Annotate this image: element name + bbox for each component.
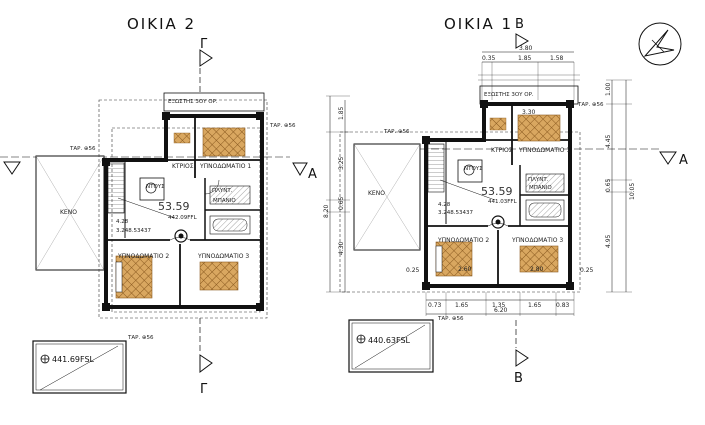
house2-tap-left: ΤΑΡ. ⊕56 [69,146,96,152]
house1-dim-bottom-2: 1.35 [492,302,506,309]
house1-dim-bottom-3: 1.65 [528,302,542,309]
section-arrow-icon: Γ [199,37,213,95]
house1-dim-misc-2: 2.80 [530,266,544,273]
house1-bedroom2-label: ΥΠΝΟΔΩΜΑΤΙΟ 2 [437,237,489,244]
house1-tap-left: ΤΑΡ. ⊕56 [383,129,410,135]
house1-tap-site: ΤΑΡ. ⊕56 [437,316,464,322]
house2-level: 442.09FFL [168,215,198,221]
house1-dim-misc-1: 2.60 [458,266,472,273]
section-mark-gamma-top: Γ [200,37,208,52]
house1-dim-left-0: 1.85 [338,106,345,120]
house1-dim-left-2: 8.20 [323,204,330,218]
section-mark-beta-top: Β [515,17,524,32]
house2-plan: Γ Γ ΚΕΝΟ ΕΞΩΣΤΗΣ 3ΟΥ ΟΡ. [0,37,296,397]
section-arrow-icon: Γ [199,318,213,397]
house1-bedroom3-label: ΥΠΝΟΔΩΜΑΤΙΟ 3 [511,237,563,244]
house1-laundry-label: ΠΛΥΝΤ. [528,177,549,183]
house2-site-level: 441.69FSL [52,355,95,364]
house2-bedroom1-label: ΥΠΝΟΔΩΜΑΤΙΟ 1 [199,163,251,170]
house1-wc-label: ΝΤΟΥΣ [464,166,483,172]
section-arrow-icon: Β [514,320,529,386]
house1-dim-right-3: 0.65 [605,178,612,192]
house2-wc-label: ΝΤΟΥΣ [146,184,165,190]
house1-title: ΟΙΚΙΑ 1 [444,15,513,33]
house2-wardrobe-label: ΚΤΡΙΟΣ [172,163,194,170]
house1-tap-right: ΤΑΡ. ⊕56 [577,102,604,108]
house1-void-label: ΚΕΝΟ [368,190,385,197]
house1-dim-bottom-1: 1.65 [455,302,469,309]
house1-dim-top-2: 1.85 [518,55,532,62]
house1-bath-label: ΜΠΑΝΙΟ [529,185,552,191]
house2-tap-site: ΤΑΡ. ⊕56 [127,335,154,341]
house1-dim-misc-0: 3.30 [522,109,536,116]
section-mark-gamma-bottom: Γ [200,382,208,397]
house1-dim-top-1: 0.35 [482,55,496,62]
house1-dim-bottom-4: 0.83 [556,302,570,309]
house1-dim-left-3: 0.65 [338,196,345,210]
house1-site-level: 440.63FSL [368,336,411,345]
house2-laundry-label: ΠΛΥΝΤ. [212,188,233,194]
house1-level: 441.03FFL [488,199,518,205]
house1-bedroom1-label: ΥΠΝΟΔΩΜΑΤΙΟ 1 [518,147,570,154]
house1-dim-top-3: 1.58 [550,55,564,62]
house1-plan: Β Β Α Α ΚΕΝΟ ΕΞΩΣΤΗΣ 3ΟΥ ΟΡ. [292,17,688,386]
house1-dim-right-4: 4.95 [605,234,612,248]
house2-void-label: ΚΕΝΟ [60,209,77,216]
house1-area: 53.59 [481,185,513,198]
section-mark-beta-bottom: Β [514,371,523,386]
house1-elev2: 3.248.53437 [438,210,473,216]
house1-wardrobe-label: ΚΤΡΙΟΣ [491,147,513,154]
north-arrow-icon [638,22,682,66]
house2-bath-label: ΜΠΑΝΙΟ [213,198,236,204]
section-mark-alpha-middle: Α [308,167,317,182]
house2-area: 53.59 [158,200,190,213]
house2-tap-right: ΤΑΡ. ⊕56 [269,123,296,129]
house2-bedroom2-label: ΥΠΝΟΔΩΜΑΤΙΟ 2 [117,253,169,260]
house1-dim-right-0: 1.00 [605,82,612,96]
section-arrow-icon: Β [515,17,529,49]
house1-dim-top-0: 3.80 [519,45,533,52]
house2-elev2: 3.248.53437 [116,228,151,234]
house2-elev1: 4.28 [116,219,129,225]
house1-dim-right-1: 4.45 [605,134,612,148]
section-mark-alpha-right: Α [679,153,688,168]
house1-elev1: 4.28 [438,202,451,208]
house1-dim-bottom-0: 0.73 [428,302,442,309]
house1-dim-misc-3: 0.25 [406,267,420,274]
house1-dim-left-1: 3.25 [338,156,345,170]
house2-bedroom3-label: ΥΠΝΟΔΩΜΑΤΙΟ 3 [197,253,249,260]
house2-title: ΟΙΚΙΑ 2 [127,15,196,33]
house1-top-strip: ΕΞΩΣΤΗΣ 3ΟΥ ΟΡ. [484,92,534,98]
house2-top-strip: ΕΞΩΣΤΗΣ 3ΟΥ ΟΡ. [168,99,218,105]
house1-dim-misc-4: 0.25 [580,267,594,274]
house1-dim-bottom-total: 6.20 [494,307,508,314]
house1-dim-left-4: 4.30 [338,241,345,255]
house1-dim-right-2: 10.05 [629,183,636,200]
